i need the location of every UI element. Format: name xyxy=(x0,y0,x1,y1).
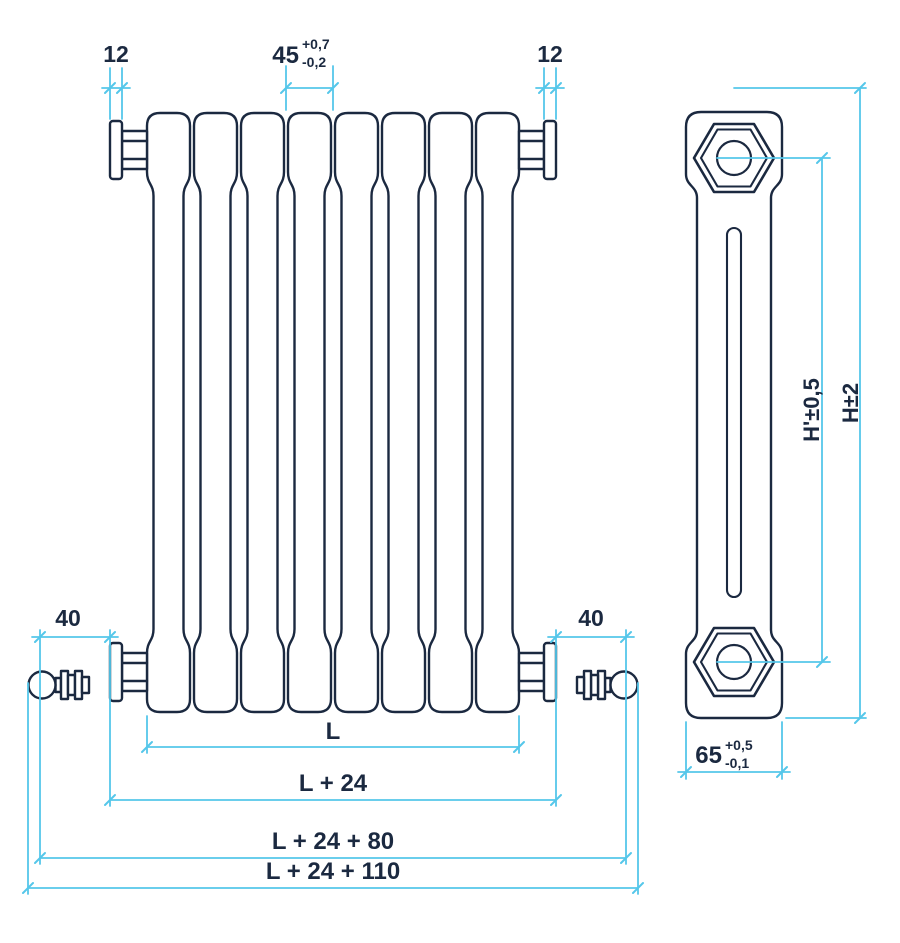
label-45-tol-minus: -0,2 xyxy=(302,54,326,70)
valve-knob xyxy=(609,670,639,700)
radiator-section xyxy=(145,111,192,714)
plug-neck xyxy=(517,651,546,693)
label-L-24-110: L + 24 + 110 xyxy=(266,858,400,885)
label-65-tol-minus: -0,1 xyxy=(725,755,749,771)
label-L-24: L + 24 xyxy=(299,770,368,797)
radiator-sections xyxy=(145,111,521,714)
plug-top-right xyxy=(517,119,558,181)
radiator-section xyxy=(239,111,286,714)
label-45-tol-plus: +0,7 xyxy=(302,36,330,52)
plug-neck xyxy=(517,129,546,171)
plug-flange xyxy=(108,641,124,703)
label-H: H±2 xyxy=(838,383,863,423)
radiator-section xyxy=(380,111,427,714)
front-view xyxy=(27,111,639,714)
center-slot xyxy=(725,226,743,599)
label-65-tol-plus: +0,5 xyxy=(725,737,753,753)
radiator-section xyxy=(427,111,474,714)
radiator-section xyxy=(286,111,333,714)
plug-neck xyxy=(120,651,149,693)
label-L: L xyxy=(326,718,341,745)
plug-bottom-left xyxy=(108,641,149,703)
label-45: 45 xyxy=(272,42,299,69)
label-H-prime: H'±0,5 xyxy=(799,378,824,442)
radiator-section xyxy=(474,111,521,714)
dimension-lines xyxy=(22,65,867,895)
label-12-right: 12 xyxy=(537,41,563,67)
label-12-left: 12 xyxy=(103,41,129,67)
plug-flange xyxy=(542,119,558,181)
valve-knob xyxy=(27,670,57,700)
plug-flange xyxy=(108,119,124,181)
radiator-section xyxy=(333,111,380,714)
valve-right xyxy=(575,669,639,701)
label-40-right: 40 xyxy=(578,605,604,631)
plug-flange xyxy=(542,641,558,703)
label-65: 65 xyxy=(695,742,722,769)
plug-top-left xyxy=(108,119,149,181)
dimension-labels: 12 45 +0,7 -0,2 12 40 40 L L + 24 L + 24… xyxy=(55,36,863,885)
side-view xyxy=(684,110,784,720)
valve-left xyxy=(27,669,91,701)
radiator-section xyxy=(192,111,239,714)
dimension-ticks xyxy=(22,82,866,894)
label-40-left: 40 xyxy=(55,605,81,631)
plug-neck xyxy=(120,129,149,171)
plug-bottom-right xyxy=(517,641,558,703)
valve-tip xyxy=(575,675,586,695)
valve-tip xyxy=(80,675,91,695)
label-L-24-80: L + 24 + 80 xyxy=(272,828,394,855)
